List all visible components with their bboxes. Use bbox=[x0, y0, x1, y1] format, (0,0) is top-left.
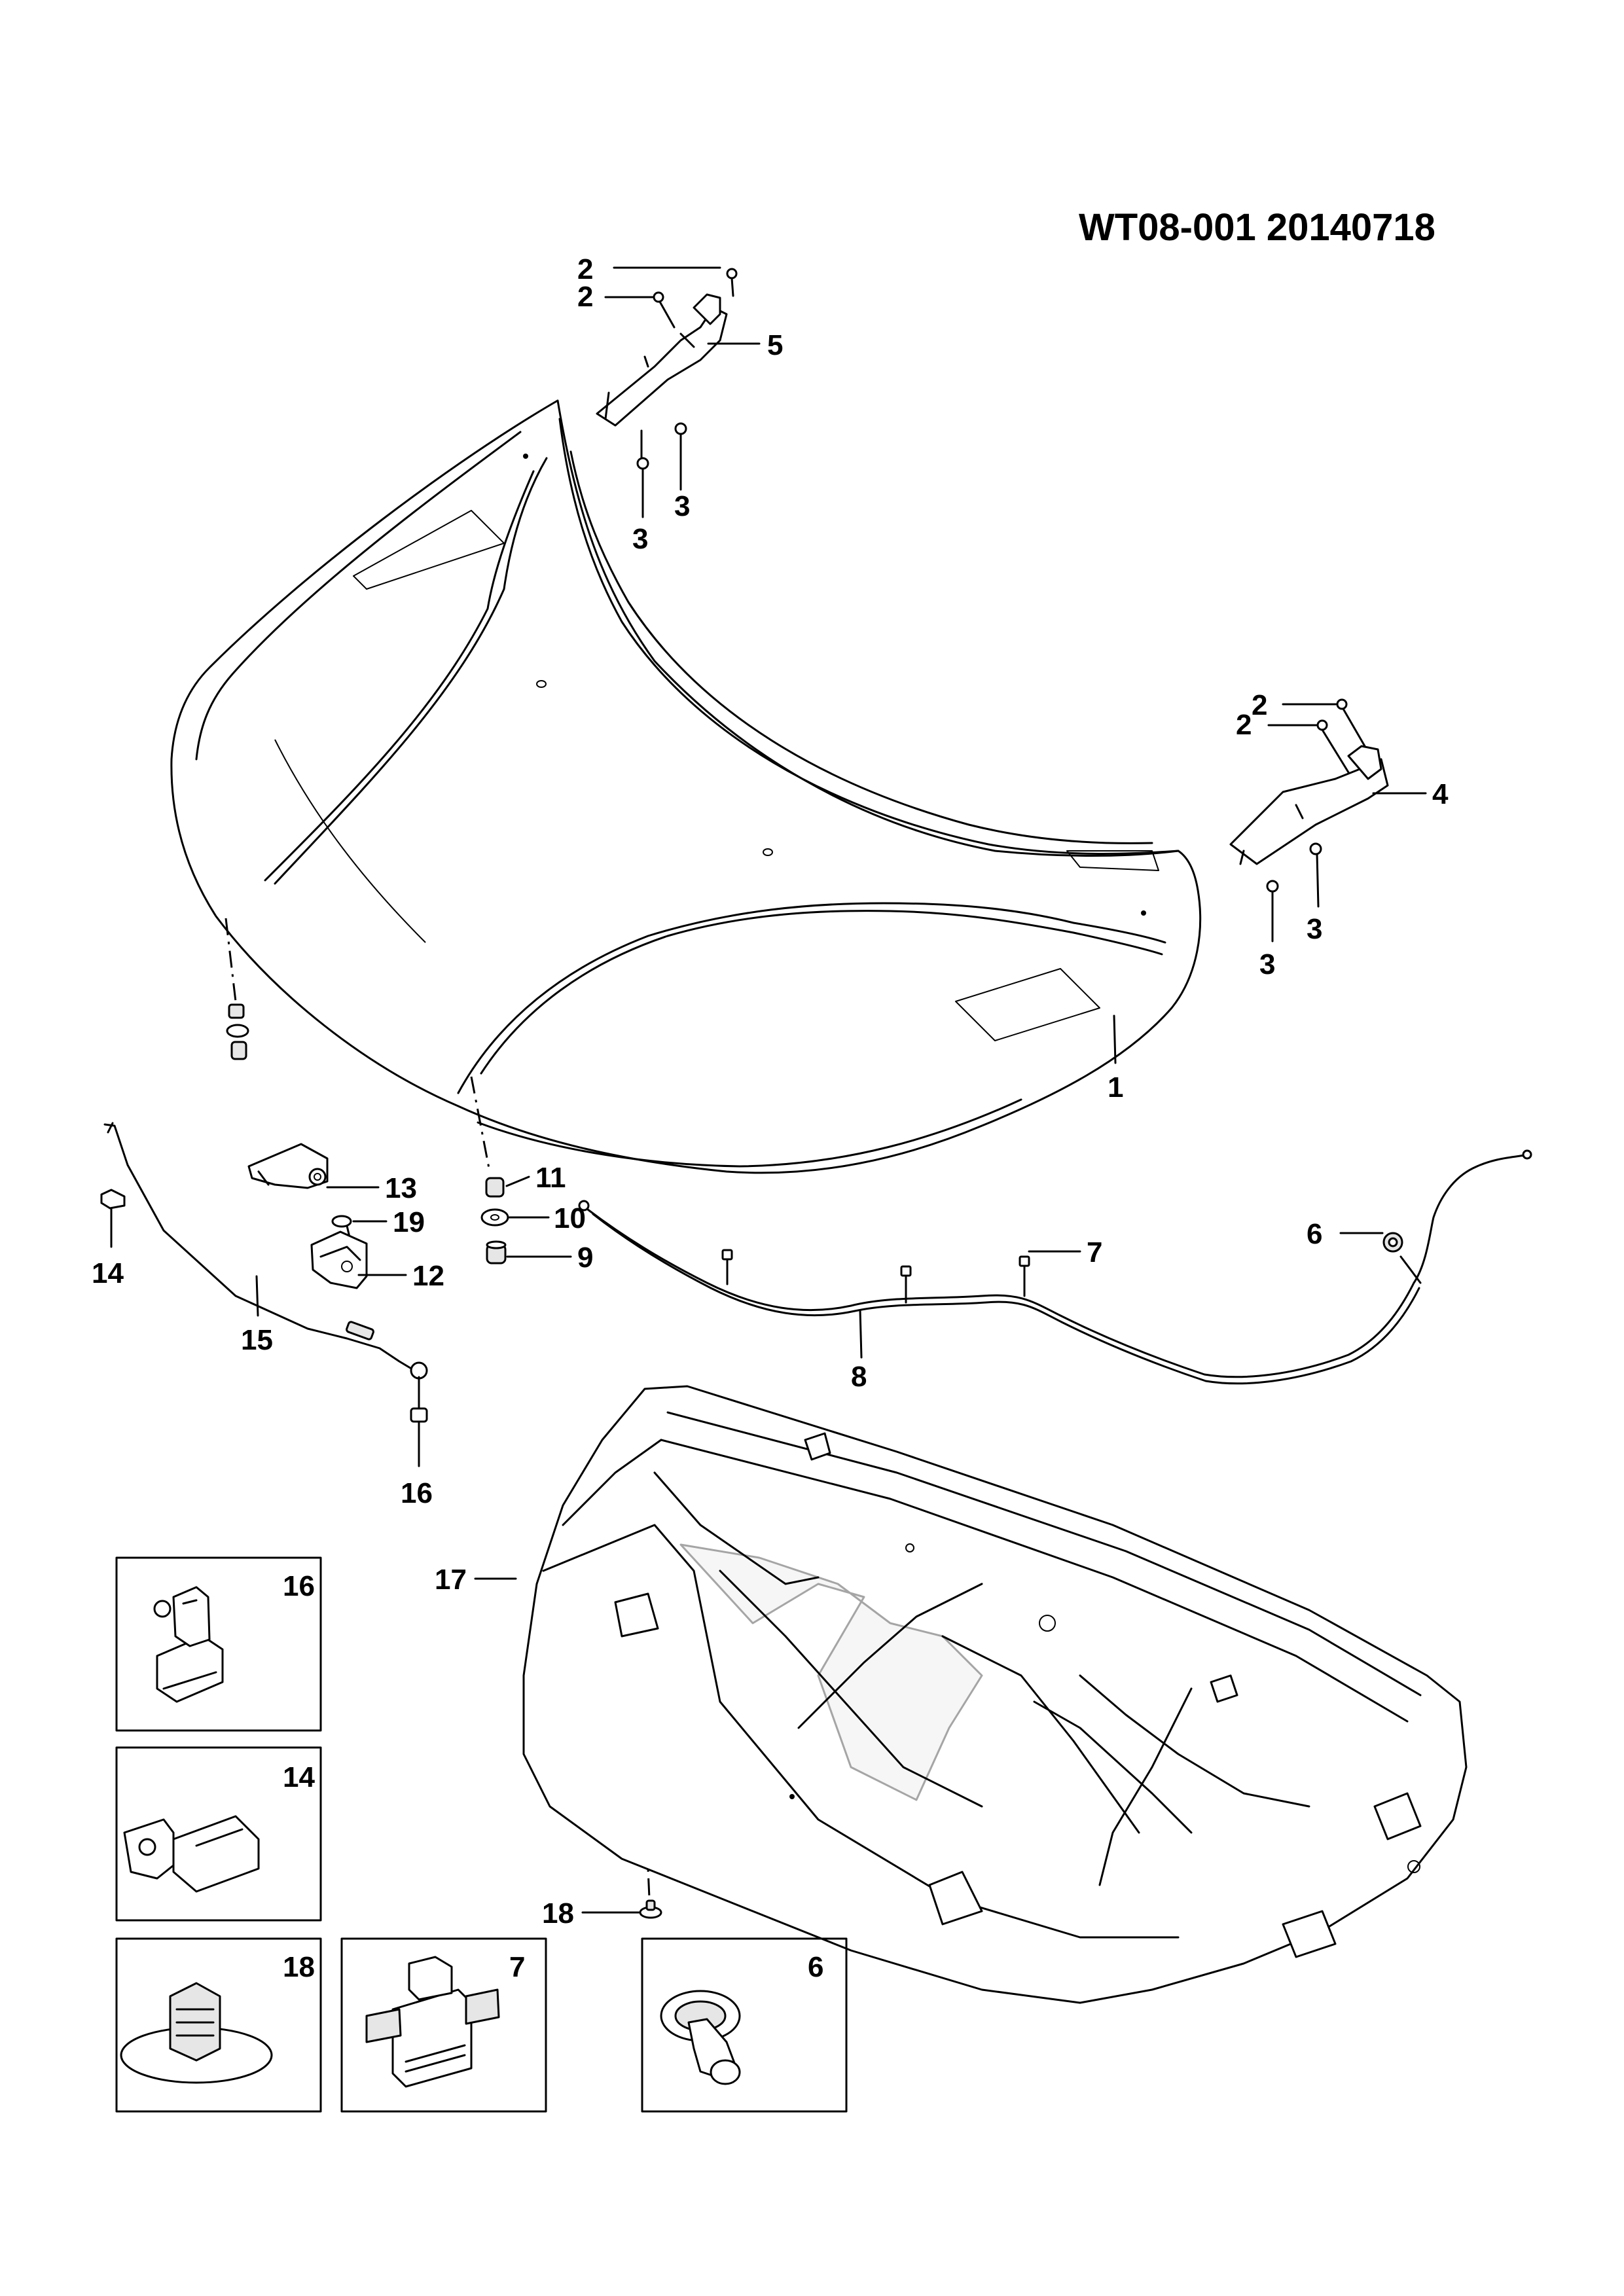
hood-support-rod-15 bbox=[103, 1122, 428, 1380]
hood-insulator-17 bbox=[522, 1385, 1468, 2004]
hood-latch-bracket-13 bbox=[247, 1143, 329, 1189]
hood-release-cable-8 bbox=[578, 1149, 1532, 1385]
callout-11: 11 bbox=[535, 1162, 566, 1194]
callout-14: 14 bbox=[92, 1257, 124, 1289]
nut-3-left-a bbox=[636, 429, 649, 518]
rod-clip-14 bbox=[100, 1189, 126, 1248]
hood-latch-12 bbox=[310, 1230, 368, 1289]
callout-7: 7 bbox=[1087, 1236, 1102, 1268]
callout-19: 19 bbox=[393, 1206, 425, 1238]
washer-10 bbox=[480, 1208, 509, 1227]
callout-18: 18 bbox=[542, 1897, 574, 1929]
detail-box-16-label: 16 bbox=[283, 1570, 315, 1602]
hood-panel bbox=[170, 399, 1202, 1174]
callout-5: 5 bbox=[767, 329, 783, 361]
detail-box-7-label: 7 bbox=[509, 1951, 525, 1983]
callout-15: 15 bbox=[241, 1324, 273, 1356]
callout-8: 8 bbox=[851, 1361, 867, 1393]
rod-holder-16 bbox=[410, 1376, 428, 1467]
callout-1: 1 bbox=[1108, 1071, 1123, 1103]
detail-box-16: 16 bbox=[115, 1556, 322, 1732]
detail-box-14-label: 14 bbox=[283, 1761, 315, 1793]
callout-3b: 3 bbox=[674, 490, 690, 522]
callout-2d: 2 bbox=[1236, 709, 1252, 741]
callout-12: 12 bbox=[412, 1260, 444, 1292]
detail-box-7: 7 bbox=[340, 1937, 547, 2113]
drawing-code: WT08-001 20140718 bbox=[1079, 206, 1435, 249]
hood-hinge-right bbox=[1229, 745, 1389, 865]
grommet-9 bbox=[486, 1240, 507, 1265]
callout-3a: 3 bbox=[632, 523, 648, 555]
detail-box-18: 18 bbox=[115, 1937, 322, 2113]
callout-3d: 3 bbox=[1307, 913, 1322, 945]
cable-clip-7a bbox=[721, 1249, 733, 1285]
callout-17: 17 bbox=[435, 1564, 467, 1596]
callout-13: 13 bbox=[385, 1172, 417, 1204]
bumper-stop-11 bbox=[485, 1177, 505, 1198]
callout-3c: 3 bbox=[1259, 948, 1275, 980]
detail-box-6: 6 bbox=[641, 1937, 848, 2113]
nut-3-right-a bbox=[1266, 880, 1279, 942]
callout-2b: 2 bbox=[577, 281, 593, 313]
callout-16: 16 bbox=[401, 1477, 433, 1509]
bolt-2-lower-left bbox=[653, 291, 676, 329]
bolt-2-upper-right bbox=[1336, 698, 1366, 747]
detail-box-14: 14 bbox=[115, 1746, 322, 1922]
cable-clip-7c bbox=[1019, 1255, 1030, 1297]
nut-3-right-b bbox=[1309, 842, 1322, 908]
detail-box-18-label: 18 bbox=[283, 1951, 315, 1983]
callout-2a: 2 bbox=[577, 253, 593, 285]
callout-9: 9 bbox=[577, 1242, 593, 1274]
callout-4: 4 bbox=[1432, 778, 1449, 810]
callout-6: 6 bbox=[1307, 1218, 1322, 1250]
detail-box-6-label: 6 bbox=[808, 1951, 823, 1983]
cable-grommet-6 bbox=[1382, 1232, 1403, 1253]
bolt-2-upper-left bbox=[726, 268, 738, 297]
callout-10: 10 bbox=[554, 1202, 586, 1234]
cable-clip-7b bbox=[900, 1265, 912, 1304]
insulator-clip-18 bbox=[639, 1899, 662, 1919]
nut-3-left-b bbox=[674, 422, 687, 491]
callout-2c: 2 bbox=[1252, 689, 1267, 721]
hood-hinge-left bbox=[596, 293, 728, 427]
bolt-2-lower-right bbox=[1316, 719, 1350, 774]
hood-bumper-left bbox=[226, 1003, 249, 1060]
